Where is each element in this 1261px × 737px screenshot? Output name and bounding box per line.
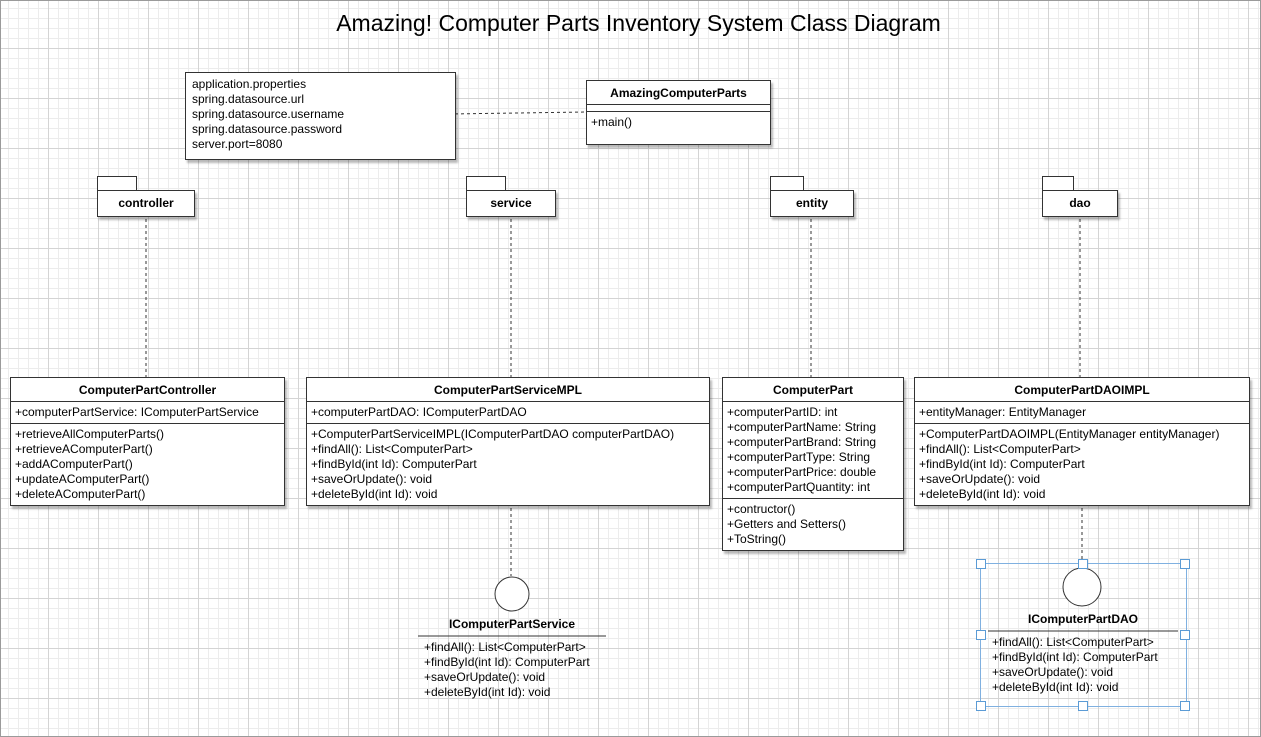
method: +findById(int Id): ComputerPart xyxy=(919,457,1085,471)
method: +deleteById(int Id): void xyxy=(311,487,438,501)
class-name: ComputerPart xyxy=(723,378,903,402)
method: +deleteById(int Id): void xyxy=(992,680,1119,694)
method: +findById(int Id): ComputerPart xyxy=(992,650,1158,664)
method: +addAComputerPart() xyxy=(15,457,133,471)
method: +ComputerPartServiceIMPL(IComputerPartDA… xyxy=(311,427,675,441)
method: +deleteById(int Id): void xyxy=(424,685,551,699)
method: +Getters and Setters() xyxy=(727,517,847,531)
method: +deleteAComputerPart() xyxy=(15,487,146,501)
diagram-title: Amazing! Computer Parts Inventory System… xyxy=(336,10,941,36)
resize-handle-top[interactable] xyxy=(1078,559,1088,569)
empty-attributes xyxy=(587,105,770,112)
method: +saveOrUpdate(): void xyxy=(311,472,433,486)
class-name: ComputerPartDAOIMPL xyxy=(915,378,1249,402)
package-tab xyxy=(97,176,137,190)
note-to-main-link xyxy=(448,111,587,115)
attributes-section: +computerPartID: int +computerPartName: … xyxy=(723,402,903,499)
methods-section: +contructor() +Getters and Setters() +To… xyxy=(723,499,903,550)
attributes-section: +computerPartService: IComputerPartServi… xyxy=(11,402,284,424)
method: +contructor() xyxy=(727,502,796,516)
method: +main() xyxy=(591,115,633,129)
resize-handle-right[interactable] xyxy=(1180,630,1190,640)
resize-handle-left[interactable] xyxy=(976,630,986,640)
package-tab xyxy=(770,176,804,190)
dao-interface-methods: +findAll(): List<ComputerPart> +findById… xyxy=(992,635,1158,695)
resize-handle-bottom-right[interactable] xyxy=(1180,701,1190,711)
attribute: +computerPartService: IComputerPartServi… xyxy=(15,405,259,419)
class-name: AmazingComputerParts xyxy=(587,81,770,105)
resize-handle-top-left[interactable] xyxy=(976,559,986,569)
service-interface-name[interactable]: IComputerPartService xyxy=(448,617,576,631)
note-line: application.properties xyxy=(192,77,307,91)
main-class-box[interactable]: AmazingComputerParts +main() xyxy=(586,80,771,145)
entity-class-box[interactable]: ComputerPart +computerPartID: int +compu… xyxy=(722,377,904,551)
method: +findById(int Id): ComputerPart xyxy=(424,655,590,669)
dao-class-box[interactable]: ComputerPartDAOIMPL +entityManager: Enti… xyxy=(914,377,1250,506)
method: +findAll(): List<ComputerPart> xyxy=(311,442,473,456)
attribute: +computerPartQuantity: int xyxy=(727,480,871,494)
method: +saveOrUpdate(): void xyxy=(424,670,546,684)
attribute: +computerPartBrand: String xyxy=(727,435,877,449)
package-label: dao xyxy=(1042,190,1118,217)
method: +findById(int Id): ComputerPart xyxy=(311,457,477,471)
method: +retrieveAComputerPart() xyxy=(15,442,153,456)
controller-class-box[interactable]: ComputerPartController +computerPartServ… xyxy=(10,377,285,506)
service-class-box[interactable]: ComputerPartServiceMPL +computerPartDAO:… xyxy=(306,377,710,506)
method: +saveOrUpdate(): void xyxy=(919,472,1041,486)
service-interface-circle xyxy=(494,576,530,612)
note-line: spring.datasource.url xyxy=(192,92,305,106)
dao-interface-circle xyxy=(1062,567,1102,607)
package-label: entity xyxy=(770,190,854,217)
note-line: spring.datasource.password xyxy=(192,122,343,136)
package-label: controller xyxy=(97,190,195,217)
attribute: +computerPartPrice: double xyxy=(727,465,877,479)
methods-section: +retrieveAllComputerParts() +retrieveACo… xyxy=(11,424,284,505)
attribute: +computerPartDAO: IComputerPartDAO xyxy=(311,405,527,419)
resize-handle-top-right[interactable] xyxy=(1180,559,1190,569)
methods-section: +main() xyxy=(587,112,770,133)
attributes-section: +entityManager: EntityManager xyxy=(915,402,1249,424)
service-interface-methods: +findAll(): List<ComputerPart> +findById… xyxy=(424,640,590,700)
method: +ComputerPartDAOIMPL(EntityManager entit… xyxy=(919,427,1220,441)
attribute: +computerPartType: String xyxy=(727,450,871,464)
package-tab xyxy=(466,176,506,190)
note-line: server.port=8080 xyxy=(192,137,283,151)
package-tab xyxy=(1042,176,1074,190)
method: +saveOrUpdate(): void xyxy=(992,665,1114,679)
resize-handle-bottom[interactable] xyxy=(1078,701,1088,711)
resize-handle-bottom-left[interactable] xyxy=(976,701,986,711)
attribute: +computerPartName: String xyxy=(727,420,877,434)
method: +findAll(): List<ComputerPart> xyxy=(424,640,586,654)
class-name: ComputerPartServiceMPL xyxy=(307,378,709,402)
package-label: service xyxy=(466,190,556,217)
method: +retrieveAllComputerParts() xyxy=(15,427,165,441)
note-line: spring.datasource.username xyxy=(192,107,345,121)
class-name: ComputerPartController xyxy=(11,378,284,402)
methods-section: +ComputerPartServiceIMPL(IComputerPartDA… xyxy=(307,424,709,505)
method: +updateAComputerPart() xyxy=(15,472,150,486)
attribute: +entityManager: EntityManager xyxy=(919,405,1087,419)
dao-interface-name[interactable]: IComputerPartDAO xyxy=(1027,612,1138,626)
method: +findAll(): List<ComputerPart> xyxy=(992,635,1154,649)
method: +ToString() xyxy=(727,532,787,546)
properties-note[interactable]: application.properties spring.datasource… xyxy=(185,72,456,160)
methods-section: +ComputerPartDAOIMPL(EntityManager entit… xyxy=(915,424,1249,505)
method: +findAll(): List<ComputerPart> xyxy=(919,442,1081,456)
attributes-section: +computerPartDAO: IComputerPartDAO xyxy=(307,402,709,424)
method: +deleteById(int Id): void xyxy=(919,487,1046,501)
attribute: +computerPartID: int xyxy=(727,405,838,419)
